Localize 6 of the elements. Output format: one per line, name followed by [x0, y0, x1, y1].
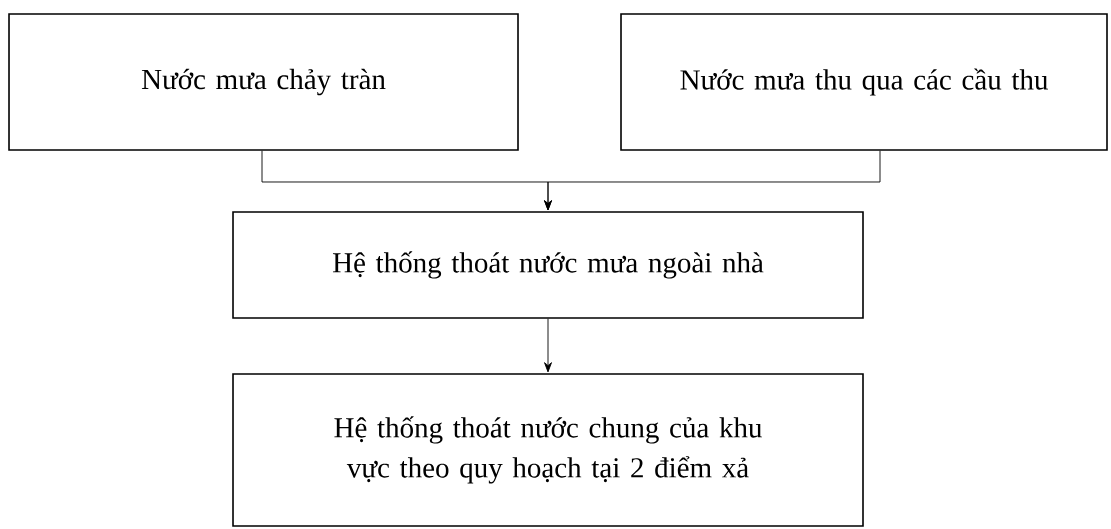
arrow: [544, 318, 552, 373]
process-box: Nước mưa chảy tràn: [8, 13, 519, 151]
process-box: Hệ thống thoát nước mưa ngoài nhà: [232, 211, 864, 319]
process-box: Nước mưa thu qua các cầu thu: [620, 13, 1108, 151]
arrow: [544, 150, 881, 211]
process-box: Hệ thống thoát nước chung của khu vực theo quy hoạch tại 2 điểm xả: [232, 373, 864, 527]
